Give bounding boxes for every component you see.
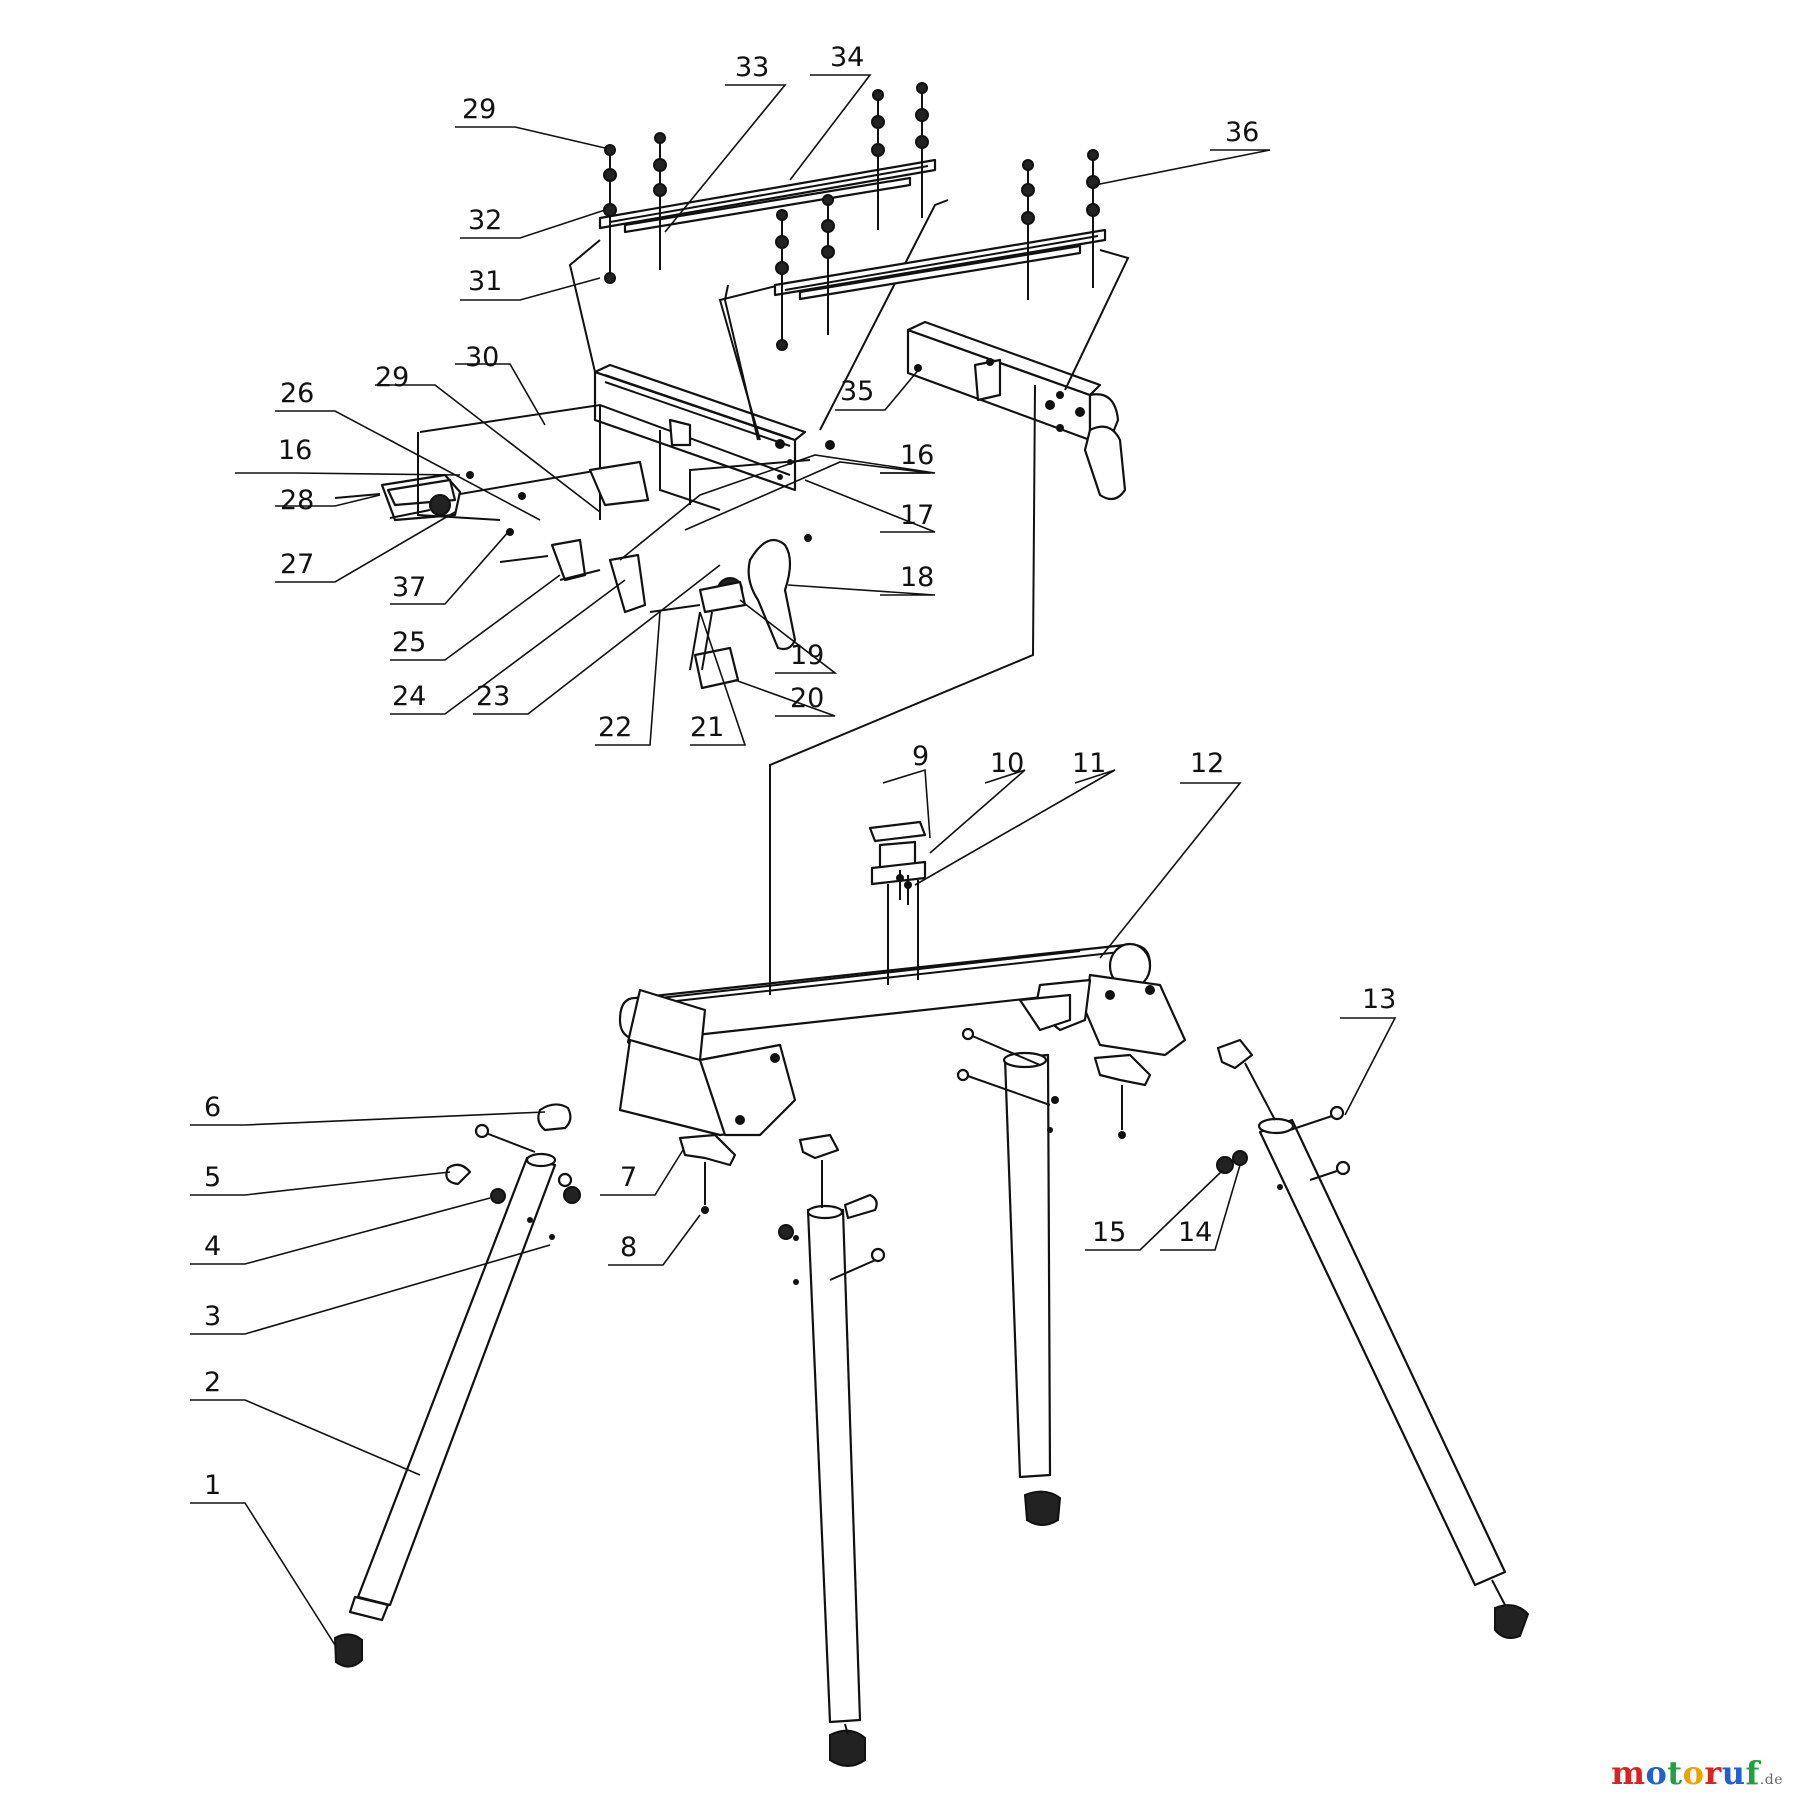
callout-12: 12 (1190, 748, 1224, 779)
leg-rear-left (956, 1027, 1152, 1526)
callout-34: 34 (830, 42, 864, 73)
callout-23: 23 (476, 681, 510, 712)
callout-24: 24 (392, 681, 426, 712)
clamp-block-assembly (868, 820, 927, 985)
callout-labels: 1 2 3 4 5 6 7 8 9 10 11 12 13 14 15 16 1… (204, 42, 1396, 1501)
callout-37: 37 (392, 572, 426, 603)
callout-15: 15 (1092, 1217, 1126, 1248)
callout-8: 8 (620, 1232, 637, 1263)
callout-7: 7 (620, 1162, 637, 1193)
bracket-7 (678, 1133, 737, 1214)
callout-35: 35 (840, 376, 874, 407)
callout-36: 36 (1225, 117, 1259, 148)
callout-4: 4 (204, 1231, 221, 1262)
callout-14: 14 (1178, 1217, 1212, 1248)
callout-32: 32 (468, 205, 502, 236)
callout-9: 9 (912, 741, 929, 772)
callout-16-left: 16 (278, 435, 312, 466)
callout-16-right: 16 (900, 440, 934, 471)
left-support-arm-assembly (334, 82, 949, 690)
callout-6: 6 (204, 1092, 221, 1123)
watermark-suffix: .de (1759, 1772, 1783, 1788)
callout-21: 21 (690, 712, 724, 743)
main-beam-assembly (618, 942, 1187, 1137)
watermark-logo: motoruf.de (1611, 1754, 1783, 1792)
leg-front-left (333, 1103, 581, 1668)
callout-18: 18 (900, 562, 934, 593)
callout-2: 2 (204, 1367, 221, 1398)
callout-20: 20 (790, 683, 824, 714)
callout-26: 26 (280, 378, 314, 409)
leg-rear-right (1216, 1038, 1530, 1639)
callout-33: 33 (735, 52, 769, 83)
callout-17: 17 (900, 500, 934, 531)
callout-28: 28 (280, 485, 314, 516)
callout-29-mid: 29 (375, 362, 409, 393)
callout-13: 13 (1362, 984, 1396, 1015)
callout-5: 5 (204, 1162, 221, 1193)
leg-front-right (778, 1133, 886, 1767)
callout-3: 3 (204, 1301, 221, 1332)
right-support-arm-assembly (723, 149, 1130, 995)
callout-27: 27 (280, 549, 314, 580)
callout-25: 25 (392, 627, 426, 658)
leader-lines (190, 74, 1397, 1646)
callout-19: 19 (790, 640, 824, 671)
callout-11: 11 (1072, 748, 1106, 779)
callout-1: 1 (204, 1470, 221, 1501)
callout-22: 22 (598, 712, 632, 743)
callout-29-top: 29 (462, 94, 496, 125)
callout-10: 10 (990, 748, 1024, 779)
callout-30: 30 (465, 342, 499, 373)
callout-31: 31 (468, 266, 502, 297)
